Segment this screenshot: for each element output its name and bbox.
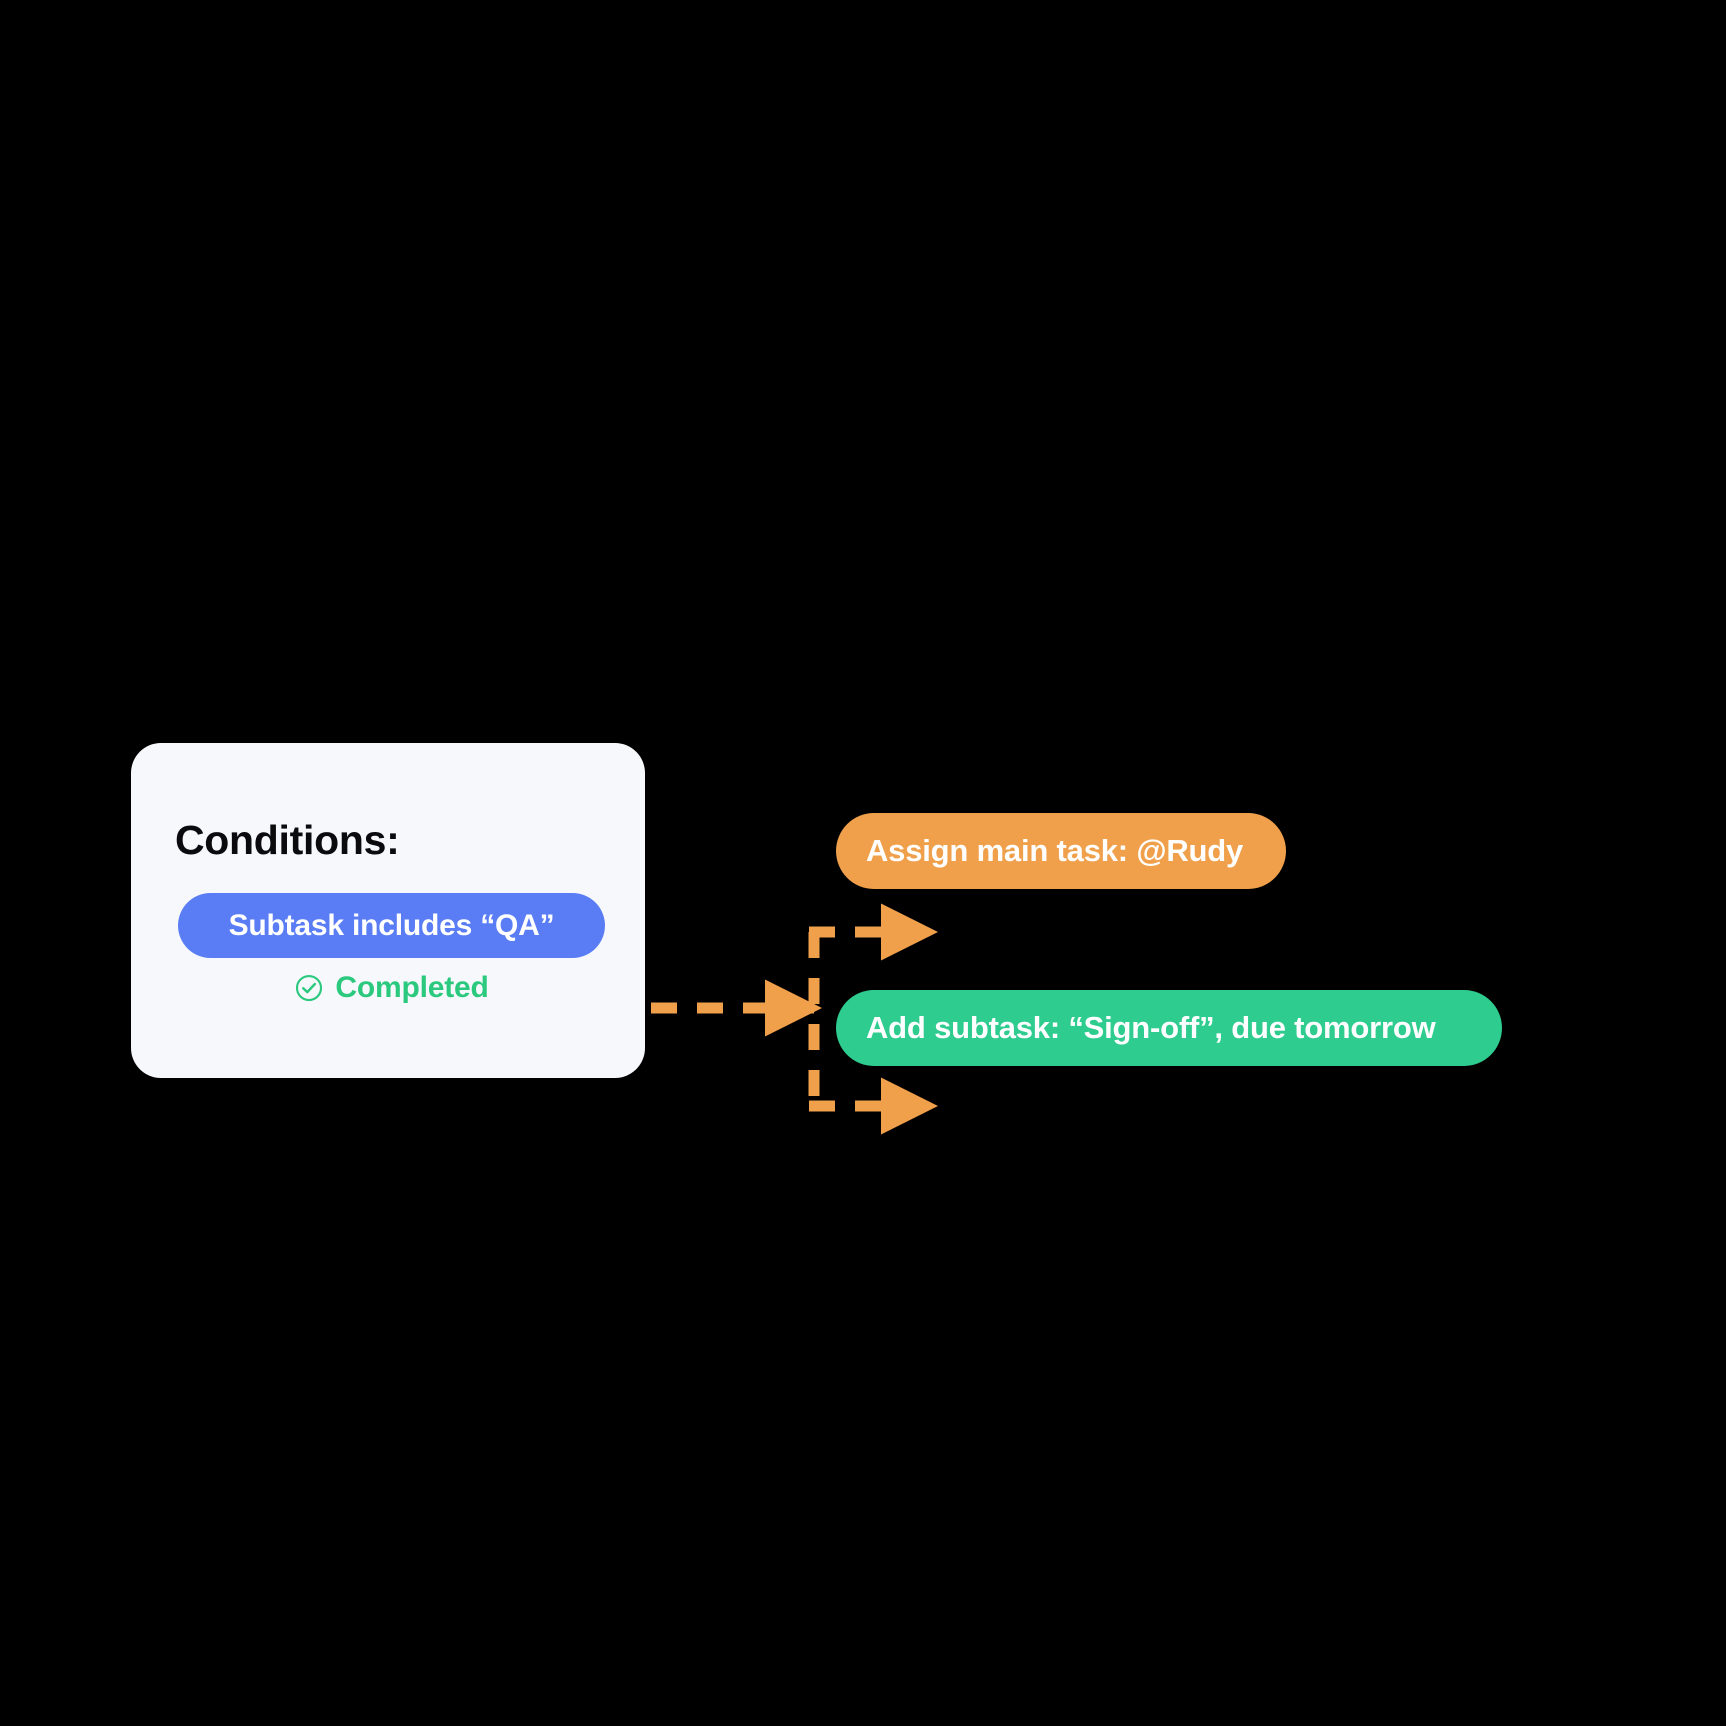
conditions-card: Conditions: Subtask includes “QA” Comple…	[131, 743, 645, 1078]
condition-pill-subtask-includes-qa[interactable]: Subtask includes “QA”	[178, 893, 605, 958]
condition-status-label: Completed	[335, 971, 489, 1004]
conditions-title: Conditions:	[175, 817, 400, 863]
action-pill-assign-main-task[interactable]: Assign main task: @Rudy	[836, 813, 1286, 889]
check-circle-icon	[296, 974, 323, 1002]
condition-pill-label: Subtask includes “QA”	[228, 908, 555, 942]
condition-status: Completed	[178, 971, 605, 1005]
action-pill-assign-label: Assign main task: @Rudy	[866, 833, 1244, 868]
action-pill-subtask-label: Add subtask: “Sign-off”, due tomorrow	[866, 1010, 1436, 1045]
action-pill-add-subtask[interactable]: Add subtask: “Sign-off”, due tomorrow	[836, 990, 1502, 1066]
